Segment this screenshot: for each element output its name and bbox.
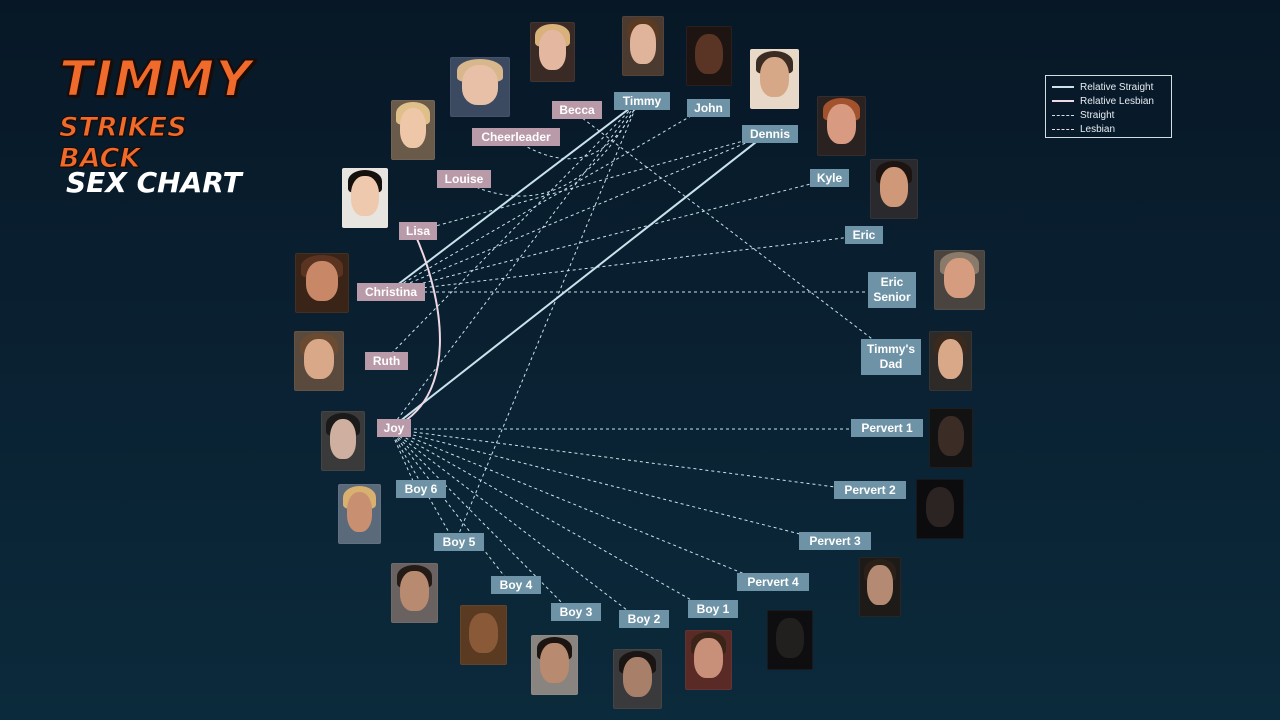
portrait-becca	[530, 22, 575, 82]
label-lisa: Lisa	[399, 222, 437, 240]
edge-joy-pervert2	[389, 428, 867, 492]
edge-christina-kyle	[387, 179, 827, 293]
edge-joy-lisa	[389, 231, 441, 430]
legend-swatch	[1052, 128, 1074, 130]
legend-label: Relative Straight	[1080, 81, 1154, 93]
label-ruth: Ruth	[365, 352, 408, 370]
label-christina: Christina	[357, 283, 425, 301]
legend-item: Relative Lesbian	[1052, 94, 1165, 108]
portrait-eric	[870, 159, 918, 219]
edge-becca-timmys_dad	[572, 110, 885, 349]
portrait-timmys-dad	[929, 331, 972, 391]
legend-swatch	[1052, 86, 1074, 88]
portrait-eric-senior	[934, 250, 985, 310]
legend-item: Relative Straight	[1052, 80, 1165, 94]
label-timmy: Timmy	[614, 92, 670, 110]
portrait-john	[686, 26, 732, 86]
legend-label: Relative Lesbian	[1080, 95, 1154, 107]
edge-joy-boy1	[389, 428, 710, 611]
label-boy-4: Boy 4	[491, 576, 541, 594]
edge-joy-pervert3	[389, 428, 832, 543]
label-cheerleader: Cheerleader	[472, 128, 560, 146]
portrait-lisa	[342, 168, 388, 228]
portrait-joy	[321, 411, 365, 471]
label-pervert-1: Pervert 1	[851, 419, 923, 437]
edge-joy-dennis	[389, 134, 766, 430]
label-boy-1: Boy 1	[688, 600, 738, 618]
edge-joy-boy5	[389, 428, 456, 544]
logo-title: TIMMY	[58, 49, 253, 109]
portrait-kyle	[817, 96, 866, 156]
portrait-boy-2	[613, 649, 662, 709]
portrait-boy-3	[531, 635, 578, 695]
legend-swatch	[1052, 100, 1074, 102]
label-becca: Becca	[552, 101, 602, 119]
label-pervert-2: Pervert 2	[834, 481, 906, 499]
label-pervert-4: Pervert 4	[737, 573, 809, 591]
portrait-boy-1	[685, 630, 732, 690]
label-kyle: Kyle	[810, 169, 849, 187]
edge-boy5-timmy	[454, 101, 639, 544]
edge-ruth-timmy	[382, 101, 639, 363]
label-eric: Eric	[845, 226, 883, 244]
portrait-boy-6	[338, 484, 381, 544]
portrait-christina	[295, 253, 349, 313]
label-boy-5: Boy 5	[434, 533, 484, 551]
legend: Relative Straight Relative Lesbian Strai…	[1045, 75, 1172, 138]
logo-subtitle: STRIKES BACK	[59, 112, 188, 175]
label-dennis: Dennis	[742, 125, 798, 143]
legend-item: Lesbian	[1052, 122, 1165, 136]
edge-christina-timmy	[387, 101, 639, 293]
portrait-timmy	[622, 16, 664, 76]
edge-joy-timmy	[389, 101, 639, 430]
portrait-dennis	[750, 49, 799, 109]
label-boy-3: Boy 3	[551, 603, 601, 621]
chart-title: SEX CHART	[66, 166, 242, 199]
label-boy-2: Boy 2	[619, 610, 669, 628]
edge-christina-john	[387, 108, 704, 293]
edge-louise-timmy	[459, 101, 639, 197]
edge-joy-boy3	[389, 428, 573, 614]
label-louise: Louise	[437, 170, 491, 188]
label-eric-senior: Eric Senior	[868, 272, 916, 308]
edge-joy-boy2	[389, 428, 641, 621]
legend-swatch	[1052, 114, 1074, 116]
portrait-louise	[391, 100, 435, 160]
portrait-pervert-3	[859, 557, 901, 617]
portrait-pervert-4	[767, 610, 813, 670]
edge-joy-boy6	[389, 428, 418, 491]
edge-christina-eric	[387, 235, 861, 293]
label-joy: Joy	[377, 419, 411, 437]
label-timmys-dad: Timmy's Dad	[861, 339, 921, 375]
legend-label: Lesbian	[1080, 123, 1116, 135]
portrait-cheerleader	[450, 57, 510, 117]
edge-christina-dennis	[387, 134, 766, 293]
label-pervert-3: Pervert 3	[799, 532, 871, 550]
portrait-boy-5	[391, 563, 438, 623]
portrait-pervert-1	[929, 408, 973, 468]
label-john: John	[687, 99, 730, 117]
legend-label: Straight	[1080, 109, 1115, 121]
portrait-pervert-2	[916, 479, 964, 539]
edge-joy-pervert4	[389, 428, 770, 585]
portrait-boy-4	[460, 605, 507, 665]
legend-item: Straight	[1052, 108, 1165, 122]
game-logo: TIMMY STRIKES BACK	[55, 49, 277, 175]
edge-lisa-dennis	[413, 134, 766, 233]
portrait-ruth	[294, 331, 344, 391]
label-boy-6: Boy 6	[396, 480, 446, 498]
